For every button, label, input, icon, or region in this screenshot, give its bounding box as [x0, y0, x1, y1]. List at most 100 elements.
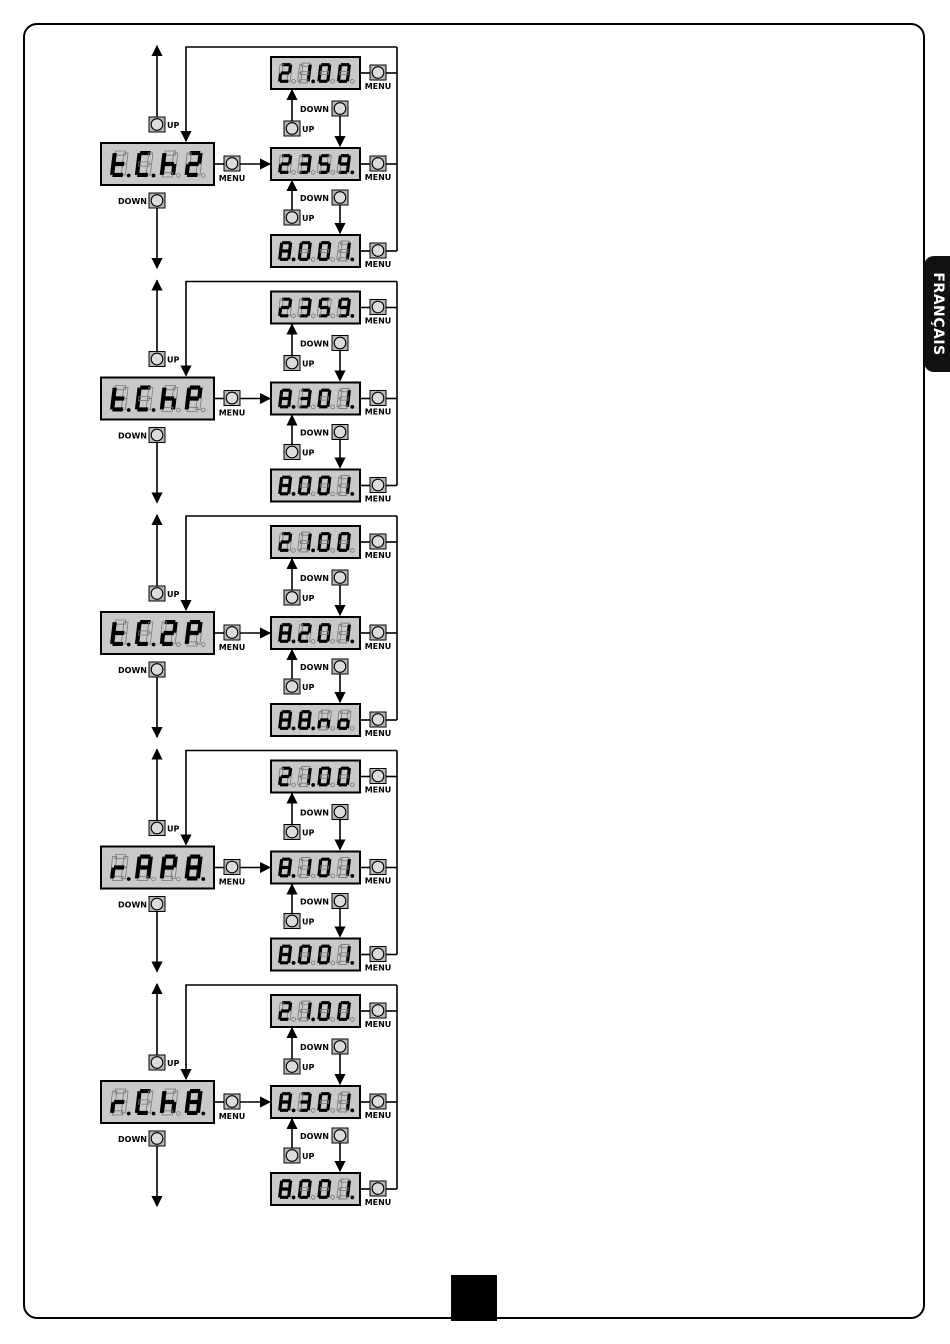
group-4-bottom-menu-label: MENU — [365, 964, 392, 973]
group-4-middle-menu-button — [370, 860, 386, 875]
group-3-main-up-label: UP — [167, 590, 179, 599]
group-3-main-display — [101, 612, 214, 654]
group-5-main-display — [101, 1081, 214, 1123]
group-5-main-menu-label: MENU — [219, 1112, 246, 1121]
group-5-main-menu-button — [224, 1094, 240, 1109]
group-5-lower-up-button — [284, 1148, 300, 1163]
group-3-top-display — [271, 526, 360, 558]
group-3-top-menu-button — [370, 534, 386, 549]
group-4-lower-up-button — [284, 914, 300, 929]
group-2-main-down-button — [149, 428, 165, 443]
group-2-top-menu-button — [370, 300, 386, 315]
group-3-middle-menu-label: MENU — [365, 642, 392, 651]
group-1-upper-up-button — [284, 121, 300, 136]
group-4-top-display — [271, 761, 360, 793]
group-5-middle-menu-button — [370, 1094, 386, 1109]
group-2-bottom-display — [271, 470, 360, 502]
group-5-top-menu-label: MENU — [365, 1020, 392, 1029]
group-1-lower-up-button — [284, 210, 300, 225]
group-4-upper-down-label: DOWN — [300, 809, 329, 818]
group-1-top-menu-label: MENU — [365, 82, 392, 91]
group-2-bottom-menu-label: MENU — [365, 495, 392, 504]
group-4-lower-down-button — [332, 894, 348, 909]
group-4-main-menu-button — [224, 860, 240, 875]
group-1-upper-up-label: UP — [302, 125, 314, 134]
group-2-middle-menu-button — [370, 391, 386, 406]
group-4-upper-up-label: UP — [302, 829, 314, 838]
group-4-main-up-label: UP — [167, 825, 179, 834]
group-1-top-menu-button — [370, 65, 386, 80]
group-1-top-display — [271, 57, 360, 89]
group-1-lower-down-button — [332, 190, 348, 205]
group-2-main-menu-button — [224, 391, 240, 406]
group-2-lower-up-label: UP — [302, 449, 314, 458]
group-5-upper-up-button — [284, 1059, 300, 1074]
group-5-main-down-label: DOWN — [118, 1135, 147, 1144]
group-4-main-menu-label: MENU — [219, 878, 246, 887]
group-3-main-menu-label: MENU — [219, 643, 246, 652]
group-2-main-up-button — [149, 352, 165, 367]
group-1-upper-down-button — [332, 101, 348, 116]
group-3-bottom-display — [271, 704, 360, 736]
group-5-main-up-label: UP — [167, 1059, 179, 1068]
group-3-main-menu-button — [224, 625, 240, 640]
group-1-main-menu-button — [224, 156, 240, 171]
group-5-middle-menu-label: MENU — [365, 1111, 392, 1120]
group-1-upper-down-label: DOWN — [300, 105, 329, 114]
group-2-lower-down-button — [332, 425, 348, 440]
group-5-lower-down-label: DOWN — [300, 1132, 329, 1141]
group-4-upper-down-button — [332, 805, 348, 820]
group-1-middle-display — [271, 148, 360, 180]
group-2-lower-down-label: DOWN — [300, 429, 329, 438]
group-2-top-menu-label: MENU — [365, 317, 392, 326]
group-2-top-display — [271, 292, 360, 324]
group-2-main-up-label: UP — [167, 356, 179, 365]
group-3-upper-up-label: UP — [302, 594, 314, 603]
group-2-upper-down-button — [332, 336, 348, 351]
group-5-upper-down-label: DOWN — [300, 1043, 329, 1052]
group-3-main-down-button — [149, 662, 165, 677]
group-5-lower-up-label: UP — [302, 1152, 314, 1161]
group-4-main-up-button — [149, 821, 165, 836]
group-4-top-menu-button — [370, 769, 386, 784]
group-5-main-down-button — [149, 1131, 165, 1146]
group-1-main-down-label: DOWN — [118, 197, 147, 206]
group-3-top-menu-label: MENU — [365, 551, 392, 560]
group-5-upper-down-button — [332, 1039, 348, 1054]
group-2-main-menu-label: MENU — [219, 409, 246, 418]
group-3-upper-down-button — [332, 570, 348, 585]
group-5-top-display — [271, 995, 360, 1027]
group-1-main-up-label: UP — [167, 121, 179, 130]
group-3-middle-menu-button — [370, 625, 386, 640]
group-2-middle-display — [271, 383, 360, 415]
group-4-lower-up-label: UP — [302, 918, 314, 927]
group-1-bottom-display — [271, 235, 360, 267]
group-3-middle-display — [271, 617, 360, 649]
group-2-upper-up-label: UP — [302, 360, 314, 369]
group-3-lower-up-button — [284, 679, 300, 694]
group-1-lower-up-label: UP — [302, 214, 314, 223]
group-3-main-up-button — [149, 586, 165, 601]
group-2-upper-up-button — [284, 356, 300, 371]
group-2-middle-menu-label: MENU — [365, 408, 392, 417]
group-4-main-down-label: DOWN — [118, 901, 147, 910]
group-5-bottom-menu-button — [370, 1181, 386, 1196]
group-3-lower-down-button — [332, 659, 348, 674]
group-1-main-display — [101, 143, 214, 185]
group-4-main-down-button — [149, 897, 165, 912]
group-5-main-up-button — [149, 1055, 165, 1070]
group-5-top-menu-button — [370, 1003, 386, 1018]
group-5-bottom-display — [271, 1173, 360, 1205]
group-2-main-display — [101, 378, 214, 420]
group-4-bottom-menu-button — [370, 947, 386, 962]
group-1-bottom-menu-button — [370, 243, 386, 258]
group-3-lower-down-label: DOWN — [300, 663, 329, 672]
group-2-upper-down-label: DOWN — [300, 340, 329, 349]
group-3-lower-up-label: UP — [302, 683, 314, 692]
group-1-main-menu-label: MENU — [219, 174, 246, 183]
group-4-lower-down-label: DOWN — [300, 898, 329, 907]
group-3-bottom-menu-button — [370, 712, 386, 727]
group-1-main-down-button — [149, 193, 165, 208]
group-1-middle-menu-button — [370, 156, 386, 171]
